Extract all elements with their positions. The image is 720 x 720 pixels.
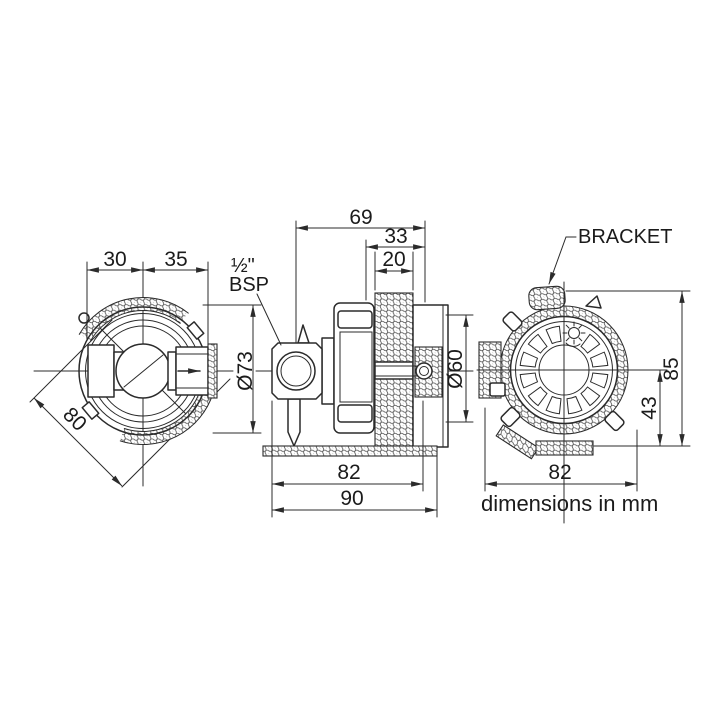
units-note: dimensions in mm <box>481 491 658 516</box>
front-view: 30 35 Ø73 80 <box>29 248 262 488</box>
front-port-gasket <box>207 343 218 399</box>
side-view: ½" BSP 69 33 20 82 <box>229 206 474 518</box>
inlet-port-thread <box>280 355 312 387</box>
band-tab-upper-left <box>502 311 523 332</box>
bracket-leader-line <box>548 236 577 285</box>
bracket-callout: BRACKET <box>548 226 672 285</box>
dim-85-label: 85 <box>660 357 683 380</box>
vent-slots <box>519 325 609 415</box>
dim-80: 80 <box>33 397 123 487</box>
dim-69-label: 69 <box>349 206 372 229</box>
top-fin <box>297 324 310 344</box>
dim-69: 69 <box>295 206 426 339</box>
dim-30-35: 30 35 <box>86 248 209 345</box>
dim-82-side: 82 <box>271 400 424 518</box>
dim-20-label: 20 <box>382 248 405 271</box>
bracket-foot-side <box>262 445 438 457</box>
motor-shaft <box>374 362 433 380</box>
dim-85: 85 <box>565 290 691 447</box>
rear-view: BRACKET 85 43 82 dimensions in mm <box>476 226 691 524</box>
front-ball <box>115 343 171 399</box>
dim-73: Ø73 <box>202 304 262 434</box>
dim-35-label: 35 <box>164 248 187 271</box>
bsp-label-line1: ½" <box>231 255 255 277</box>
dim-33: 33 <box>365 225 426 301</box>
band-tab-lower-right <box>604 410 625 432</box>
dim-33-label: 33 <box>384 225 407 248</box>
screw-icon <box>562 321 586 347</box>
dim-diameter-60-label: Ø60 <box>444 349 467 389</box>
bracket-label: BRACKET <box>578 226 672 248</box>
side-pump-head <box>271 302 375 447</box>
dim-90: 90 <box>271 451 438 518</box>
front-gasket-band <box>78 296 214 445</box>
bracket-foot-angled <box>495 424 540 460</box>
dim-60: Ø60 <box>444 314 474 423</box>
dim-43: 43 <box>638 369 663 447</box>
dim-82-rear: 82 <box>484 407 638 492</box>
clamp-ring <box>333 302 375 434</box>
dim-82-rear-label: 82 <box>548 461 571 484</box>
band-tab-lower-left <box>500 406 521 428</box>
dim-82-side-label: 82 <box>337 461 360 484</box>
bsp-leader-line <box>256 293 282 346</box>
drain-fin <box>287 398 301 447</box>
dim-90-label: 90 <box>340 487 363 510</box>
inlet-port-outer <box>276 351 316 391</box>
dim-20: 20 <box>374 248 414 291</box>
bracket-top-tongue <box>528 285 566 311</box>
dim-43-label: 43 <box>638 396 661 419</box>
dim-diameter-73-label: Ø73 <box>234 351 257 391</box>
bsp-port-label: ½" BSP <box>229 255 282 346</box>
stator-block <box>374 292 414 454</box>
dim-30-label: 30 <box>103 248 126 271</box>
bsp-label-line2: BSP <box>229 274 269 296</box>
band-curl <box>585 295 602 309</box>
